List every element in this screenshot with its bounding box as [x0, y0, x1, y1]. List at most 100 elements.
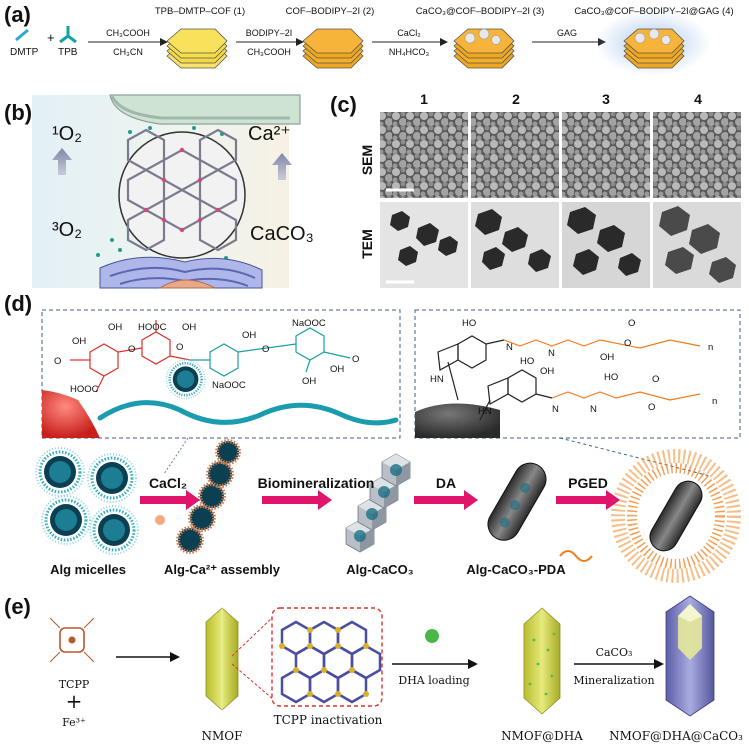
triplet-oxygen-label: ³O₂	[52, 219, 82, 241]
svg-text:O: O	[352, 354, 359, 365]
calcium-ion-label: Ca²⁺	[248, 123, 291, 145]
pged-coated-rod	[611, 449, 741, 583]
sem-image-1	[380, 112, 468, 198]
stage-alg-ca-assembly: Alg-Ca²⁺ assembly	[164, 562, 281, 577]
panel-b: ¹O₂ ³O₂ Ca²⁺ CaCO₃ (b)	[4, 94, 314, 289]
alg-caco3	[345, 453, 411, 553]
svg-text:HOOC: HOOC	[138, 322, 167, 333]
svg-text:O: O	[54, 356, 61, 367]
pged-chain	[559, 550, 593, 562]
svg-text:O: O	[624, 338, 631, 349]
stage-alg-caco3-pda: Alg-CaCO₃-PDA	[466, 562, 566, 577]
column-2-label: 2	[512, 91, 520, 107]
svg-text:O: O	[648, 402, 655, 413]
svg-text:HO: HO	[462, 318, 476, 329]
svg-text:n: n	[712, 396, 717, 407]
tcpp-lattice-nodes	[279, 627, 369, 697]
row-tem-label: TEM	[359, 229, 375, 259]
cof-4-stack	[595, 10, 711, 76]
product-nmof-dha: NMOF@DHA	[501, 729, 583, 743]
step-dha-loading: DHA loading	[398, 674, 469, 687]
a-step2-bottom: CH₃COOH	[247, 47, 291, 57]
svg-text:HO: HO	[520, 356, 534, 367]
svg-text:HO: HO	[604, 372, 618, 383]
up-arrow-calcium	[272, 153, 292, 180]
calcium-dot	[155, 515, 165, 525]
structure-box-left	[41, 309, 401, 439]
svg-text:NaOOC: NaOOC	[212, 380, 246, 391]
product-nmof: NMOF	[202, 729, 243, 743]
reactant-tpb: TPB	[58, 47, 78, 58]
product-nmof-dha-caco3: NMOF@DHA@CaCO₃	[609, 729, 743, 743]
svg-text:OH: OH	[242, 330, 256, 341]
panel-a-label: (a)	[4, 2, 31, 27]
arrow-e1	[170, 652, 180, 662]
a-step1-bottom: CH₃CN	[113, 47, 143, 57]
inset-label: TCPP inactivation	[274, 713, 383, 727]
svg-text:HN: HN	[478, 406, 492, 417]
sem-image-3	[562, 112, 650, 198]
arrow-d1	[140, 490, 200, 510]
plus-sign-e: +	[66, 689, 83, 713]
pda-structure: HO HN N N OH O O n HO OH HN N N HO O O n	[415, 318, 717, 438]
a-step2-top: BODIPY–2I	[246, 28, 293, 38]
arrow-label-biomineralization: Biomineralization	[258, 475, 375, 491]
column-3-label: 3	[602, 91, 610, 107]
arrow-e2	[468, 659, 478, 669]
a-step3-top: CaCl₂	[397, 28, 421, 38]
organelle-bottom	[99, 256, 263, 289]
sem-images	[380, 112, 741, 198]
svg-text:HN: HN	[430, 374, 444, 385]
tcpp-inset-box	[271, 607, 383, 707]
reactant-fe: Fe³⁺	[62, 716, 86, 729]
panel-e-label: (e)	[4, 594, 31, 619]
svg-text:N: N	[506, 342, 513, 353]
arrow-label-cacl2: CaCl₂	[149, 475, 187, 491]
a-step1-top: CH₃COOH	[106, 28, 150, 38]
nmof-crystal	[205, 607, 239, 711]
panel-c: (c) 1 2 3 4 SEM TEM	[330, 91, 741, 288]
column-1-label: 1	[420, 91, 428, 107]
panel-c-label: (c)	[330, 92, 357, 117]
svg-text:OH: OH	[72, 336, 86, 347]
arrow-a1	[160, 38, 168, 46]
nmof-dha-crystal	[523, 607, 561, 715]
cof-pore-circle	[118, 128, 246, 259]
alginate-structure: OH HOOC OH OH NaOOC OH O NaOOC OH OH HOO…	[42, 318, 399, 438]
polymer-chain	[97, 400, 399, 426]
arrow-d3	[414, 490, 478, 510]
singlet-oxygen-label: ¹O₂	[52, 123, 82, 145]
svg-text:HOOC: HOOC	[70, 384, 99, 395]
panel-a: (a) + DMTP TPB CH₃COOH CH₃CN TPB–DMTP–CO…	[4, 2, 734, 76]
svg-text:n: n	[708, 342, 713, 353]
arrow-a3	[440, 38, 448, 46]
panel-e: (e) TCPP + Fe³⁺ NMOF	[4, 594, 743, 743]
sem-image-2	[471, 112, 559, 198]
step-mineralization: Mineralization	[573, 674, 654, 687]
up-arrow-oxygen	[52, 148, 72, 175]
svg-text:OH: OH	[540, 366, 554, 377]
arrow-label-da: DA	[436, 475, 456, 491]
alg-caco3-pda-rod	[487, 462, 547, 541]
svg-text:O: O	[176, 342, 183, 353]
svg-text:O: O	[628, 318, 635, 329]
svg-text:OH: OH	[302, 376, 316, 387]
dmtp-icon	[15, 28, 29, 42]
a-product-4: CaCO₃@COF–BODIPY–2I@GAG (4)	[574, 6, 733, 17]
dha-drop	[425, 629, 439, 643]
svg-text:N: N	[552, 404, 559, 415]
plus-sign: +	[47, 30, 55, 45]
calcium-carbonate-label: CaCO₃	[250, 223, 314, 245]
a-product-1: TPB–DMTP–COF (1)	[155, 6, 245, 17]
step-caco3: CaCO₃	[596, 646, 633, 659]
svg-text:OH: OH	[108, 322, 122, 333]
arrow-e3	[654, 659, 664, 669]
reactant-dmtp: DMTP	[10, 47, 39, 58]
a-product-3: CaCO₃@COF–BODIPY–2I (3)	[416, 6, 545, 17]
reactant-tcpp: TCPP	[59, 678, 90, 691]
cof-1-stack	[166, 28, 228, 69]
panel-d: (d) OH HOOC	[4, 291, 741, 583]
svg-text:OH: OH	[182, 322, 196, 333]
svg-text:O: O	[128, 344, 135, 355]
svg-text:O: O	[262, 344, 269, 355]
